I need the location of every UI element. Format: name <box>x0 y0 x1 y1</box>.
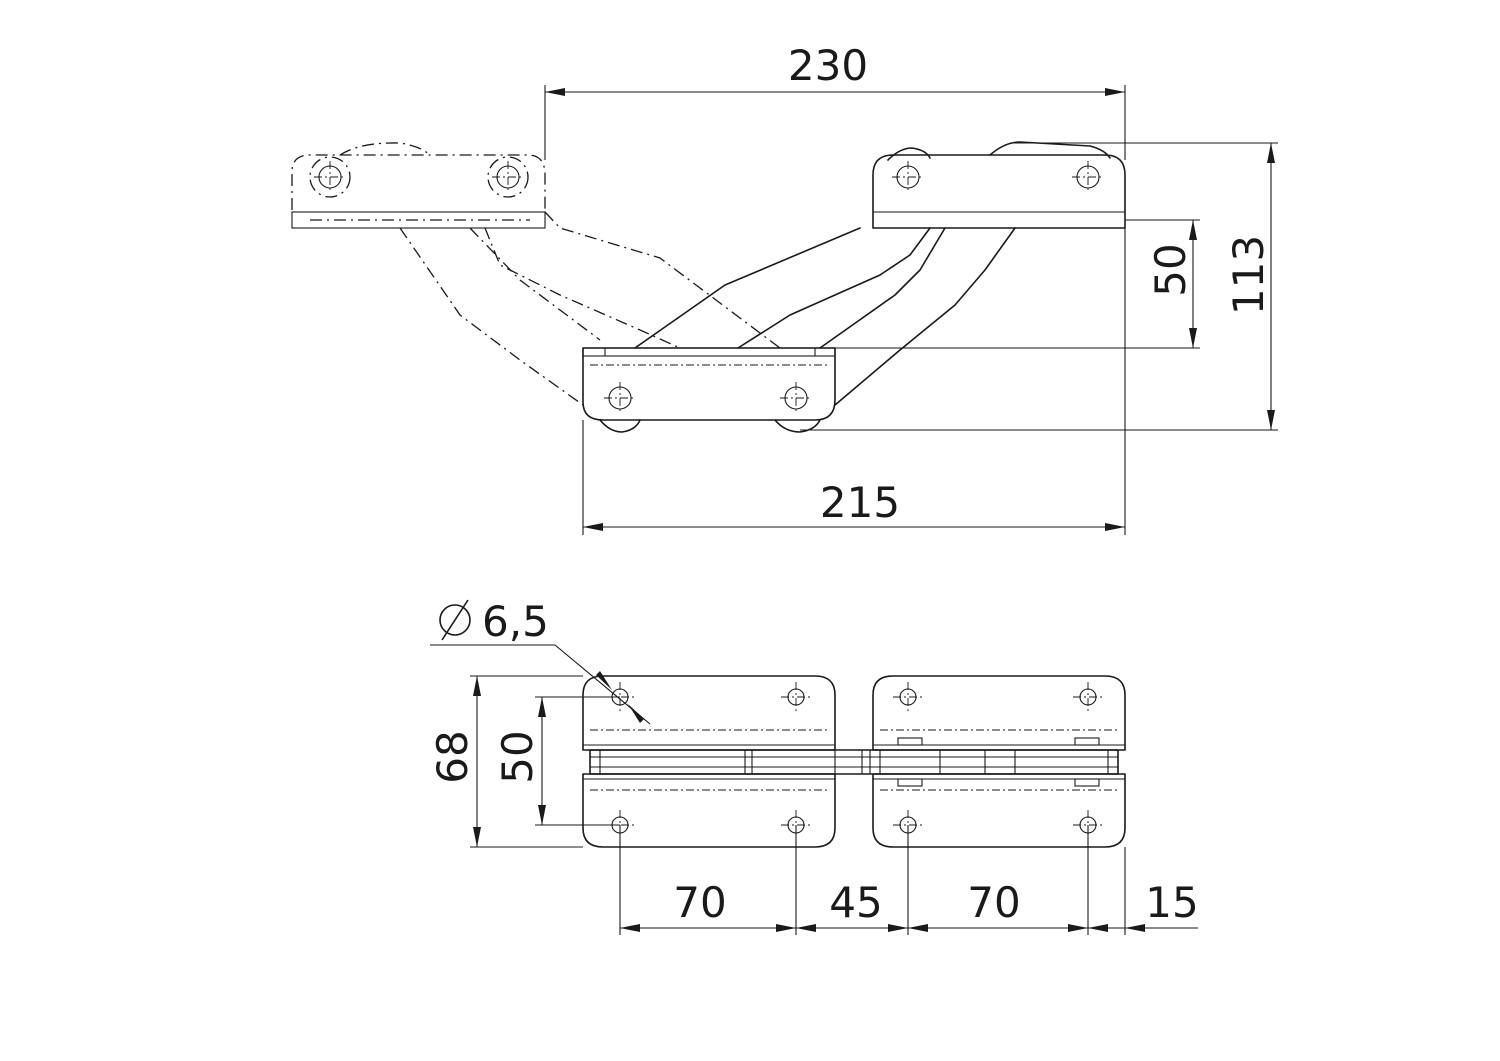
plan-plate-upper-right <box>872 675 1126 751</box>
dim-label-68: 68 <box>428 730 477 783</box>
dim-label-70-right: 70 <box>967 878 1020 927</box>
plan-plate-upper-left <box>582 675 836 751</box>
dim-label-230: 230 <box>788 41 868 90</box>
side-view: 230 215 50 113 <box>291 41 1278 535</box>
dim-label-113: 113 <box>1224 235 1273 315</box>
linkage-arms-phantom <box>399 211 781 406</box>
dimension-113: 113 <box>800 142 1278 431</box>
dim-label-215: 215 <box>820 478 900 527</box>
linkage-arms-solid <box>634 227 1016 406</box>
right-plate <box>872 141 1126 229</box>
dimension-diameter: 6,5 <box>430 597 651 725</box>
dim-label-70-left: 70 <box>673 878 726 927</box>
plan-view: 6,5 68 50 <box>428 597 1199 935</box>
diameter-symbol-icon <box>439 599 471 641</box>
plan-plate-lower-left <box>582 773 836 848</box>
dimension-chain-bottom: 70 45 70 15 <box>619 825 1199 935</box>
dimension-230: 230 <box>544 41 1126 160</box>
plan-center-strip <box>589 749 1119 775</box>
dim-label-45: 45 <box>829 878 882 927</box>
dimension-68: 68 <box>428 675 583 848</box>
dimension-50-plan: 50 <box>493 696 620 826</box>
dim-label-diameter: 6,5 <box>482 597 549 646</box>
dimension-50-vertical: 50 <box>835 219 1200 349</box>
dim-label-15: 15 <box>1145 878 1198 927</box>
dimension-215: 215 <box>582 228 1126 535</box>
dim-label-50-plan: 50 <box>493 730 542 783</box>
plan-plate-lower-right <box>872 773 1126 848</box>
bottom-plate <box>582 347 836 433</box>
dim-label-50-top: 50 <box>1146 243 1195 296</box>
left-plate-phantom <box>291 142 546 229</box>
